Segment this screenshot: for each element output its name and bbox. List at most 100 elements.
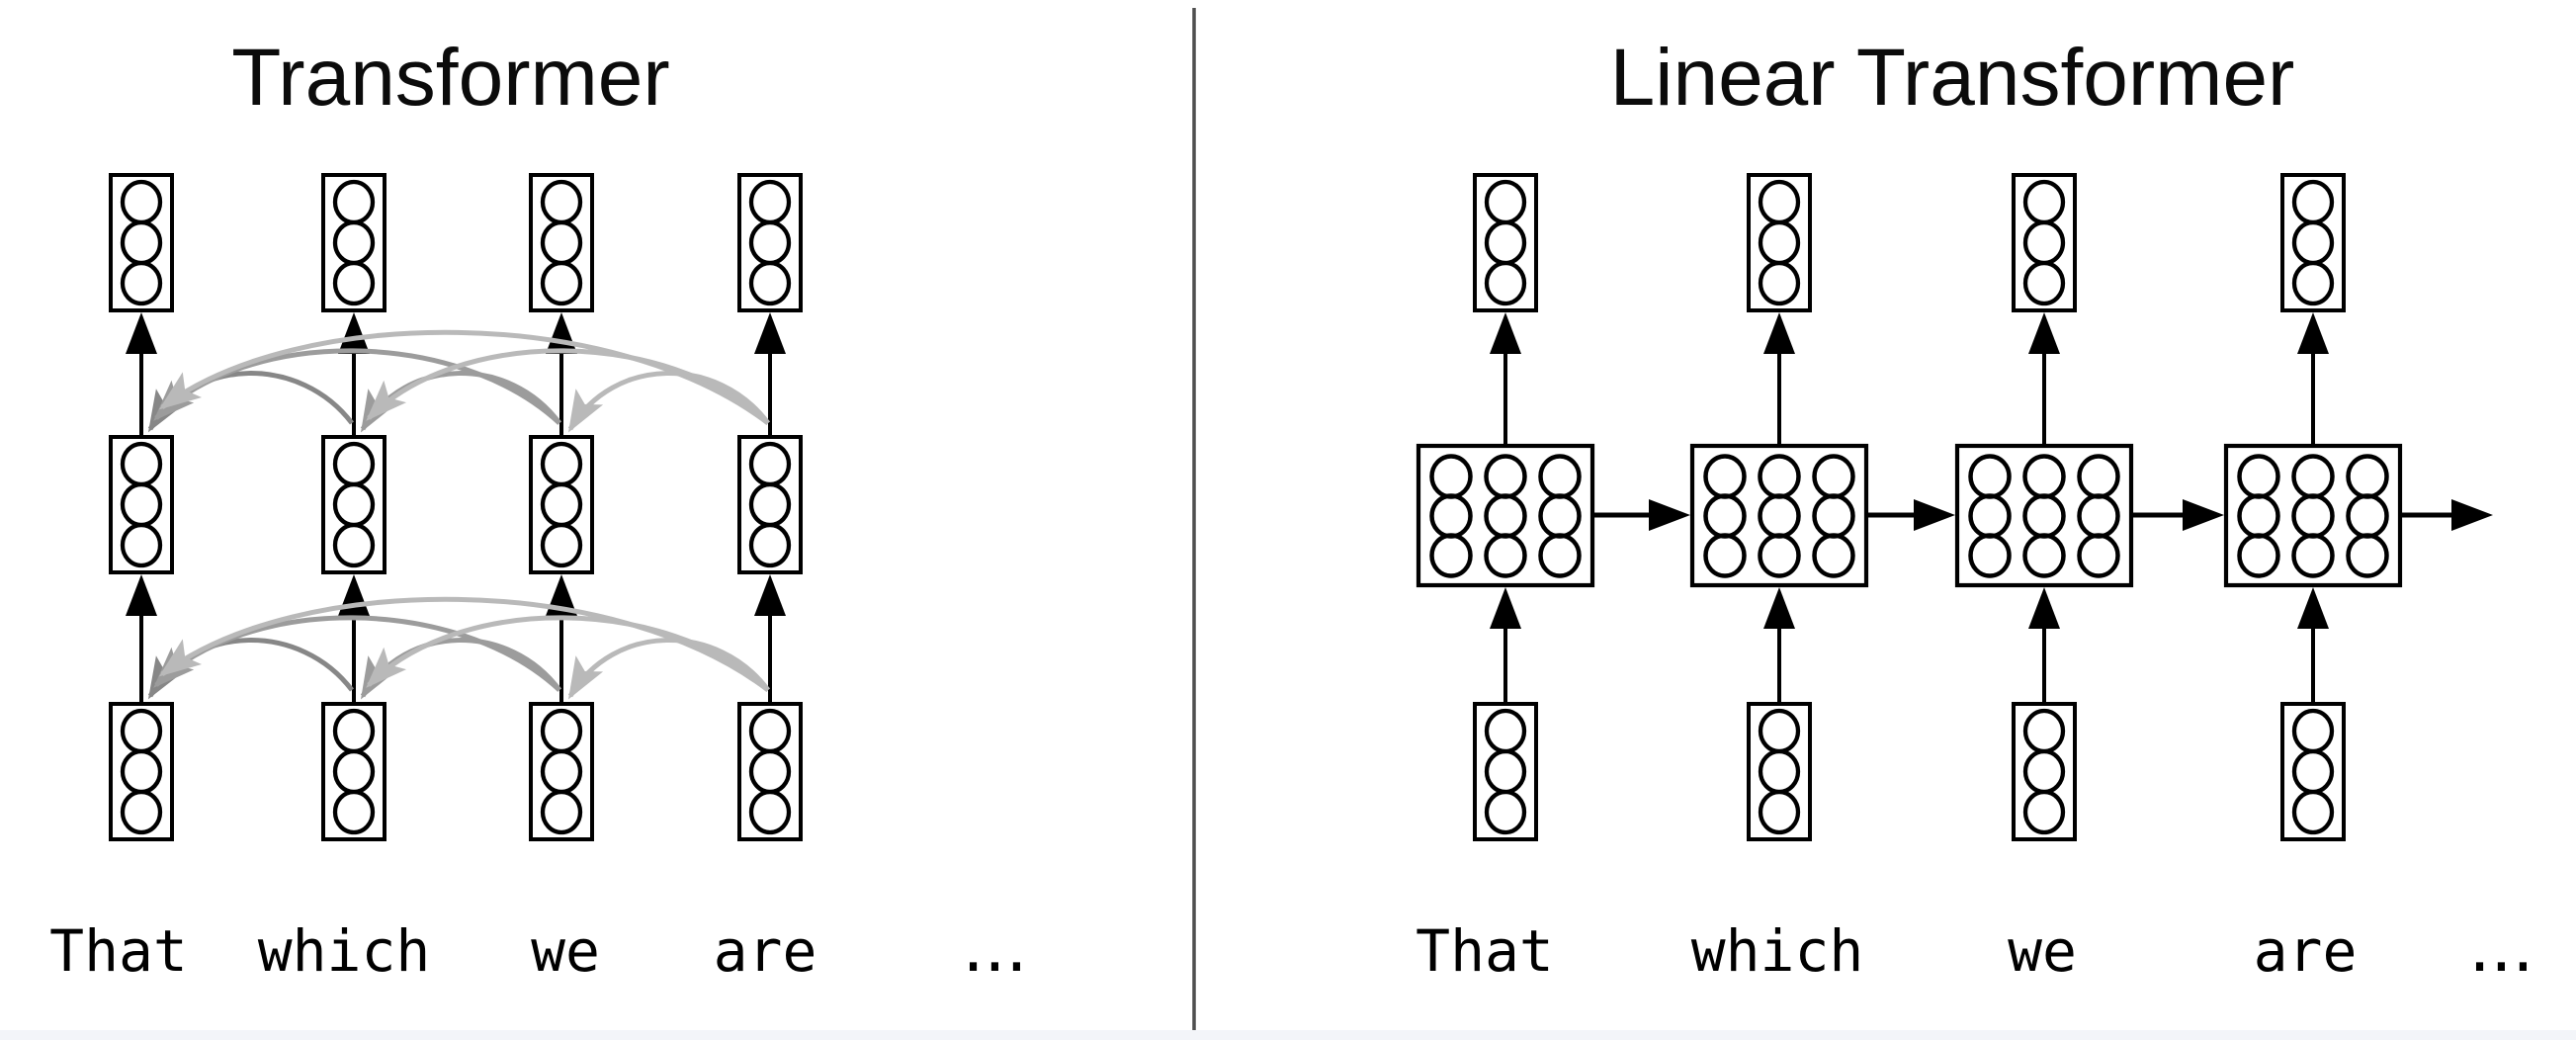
vector-box <box>321 702 386 841</box>
vector-box <box>2012 702 2077 841</box>
attention-arc <box>147 371 354 433</box>
transformer-diagram <box>109 173 803 841</box>
unit-circle <box>120 260 163 306</box>
vector-box <box>109 173 174 312</box>
vector-box <box>321 173 386 312</box>
unit-circle <box>2022 789 2066 835</box>
vector-box <box>2280 702 2346 841</box>
unit-circle <box>748 522 792 568</box>
unit-circle <box>1429 533 1473 578</box>
up-arrowhead <box>338 574 370 616</box>
unit-circle <box>1538 533 1582 578</box>
matrix-box-frame <box>1416 443 1595 588</box>
unit-circle <box>2022 260 2066 306</box>
unit-circle <box>540 522 583 568</box>
up-arrow <box>126 312 157 436</box>
vector-box <box>529 173 594 312</box>
vector-box <box>109 702 174 841</box>
vector-box-frame <box>737 702 803 841</box>
vector-box <box>1747 702 1812 841</box>
vector-box-frame <box>529 173 594 312</box>
vector-box-frame <box>321 702 386 841</box>
right-arrow <box>2400 499 2493 531</box>
up-arrowhead <box>126 312 157 354</box>
vector-box <box>1473 173 1538 312</box>
unit-circle <box>1484 789 1527 835</box>
matrix-box <box>1416 443 1595 588</box>
up-arrow <box>2028 587 2060 703</box>
matrix-box-frame <box>1689 443 1869 588</box>
right-arrow <box>1592 499 1690 531</box>
vector-box-frame <box>1473 702 1538 841</box>
vector-box-frame <box>321 435 386 574</box>
unit-circle <box>540 789 583 835</box>
unit-circle <box>748 789 792 835</box>
vector-box <box>1747 173 1812 312</box>
unit-circle <box>1484 533 1527 578</box>
vector-box-frame <box>321 173 386 312</box>
up-arrowhead <box>338 312 370 354</box>
vector-box-frame <box>529 435 594 574</box>
vector-box <box>2012 173 2077 312</box>
unit-circle <box>1758 260 1801 306</box>
vector-box <box>529 435 594 574</box>
vector-box-frame <box>2012 702 2077 841</box>
attention-arc <box>567 371 771 433</box>
unit-circle <box>1703 533 1747 578</box>
up-arrow <box>2297 312 2329 445</box>
unit-circle <box>1758 533 1801 578</box>
matrix-box-frame <box>1954 443 2134 588</box>
vector-box-frame <box>109 702 174 841</box>
up-arrowhead <box>754 574 786 616</box>
up-arrowhead <box>2297 587 2329 629</box>
right-arrow <box>2131 499 2224 531</box>
linear-transformer-diagram <box>1416 173 2493 841</box>
token-word: That <box>49 917 188 985</box>
matrix-box-frame <box>2223 443 2403 588</box>
bottom-strip <box>0 1030 2576 1040</box>
vector-box-frame <box>737 435 803 574</box>
unit-circle <box>1484 260 1527 306</box>
vector-box <box>321 435 386 574</box>
up-arrow <box>126 574 157 703</box>
vector-box-frame <box>737 173 803 312</box>
unit-circle <box>1758 789 1801 835</box>
vector-box-frame <box>529 702 594 841</box>
vector-box-frame <box>109 435 174 574</box>
up-arrowhead <box>2297 312 2329 354</box>
token-word: which <box>1691 917 1864 985</box>
unit-circle <box>2077 533 2120 578</box>
up-arrowhead <box>1490 587 1521 629</box>
token-word: are <box>2254 917 2358 985</box>
attention-arc <box>147 638 354 700</box>
unit-circle <box>2022 533 2066 578</box>
up-arrow <box>2297 587 2329 703</box>
attention-arc <box>153 348 561 425</box>
vector-box-frame <box>1747 173 1812 312</box>
attention-arc <box>158 329 770 425</box>
up-arrowhead <box>2028 312 2060 354</box>
vector-box-frame <box>2280 173 2346 312</box>
unit-circle <box>748 260 792 306</box>
up-arrowhead <box>126 574 157 616</box>
vector-box <box>109 435 174 574</box>
unit-circle <box>2237 533 2280 578</box>
matrix-box <box>1689 443 1869 588</box>
unit-circle <box>120 789 163 835</box>
up-arrow <box>338 312 370 436</box>
unit-circle <box>540 260 583 306</box>
up-arrowhead <box>2028 587 2060 629</box>
vector-box <box>1473 702 1538 841</box>
unit-circle <box>2291 789 2335 835</box>
token-word: which <box>258 917 431 985</box>
up-arrowhead <box>754 312 786 354</box>
unit-circle <box>2346 533 2389 578</box>
up-arrow <box>2028 312 2060 445</box>
attention-arc <box>366 348 770 425</box>
vector-box-frame <box>2012 173 2077 312</box>
token-word: we <box>2008 917 2077 985</box>
